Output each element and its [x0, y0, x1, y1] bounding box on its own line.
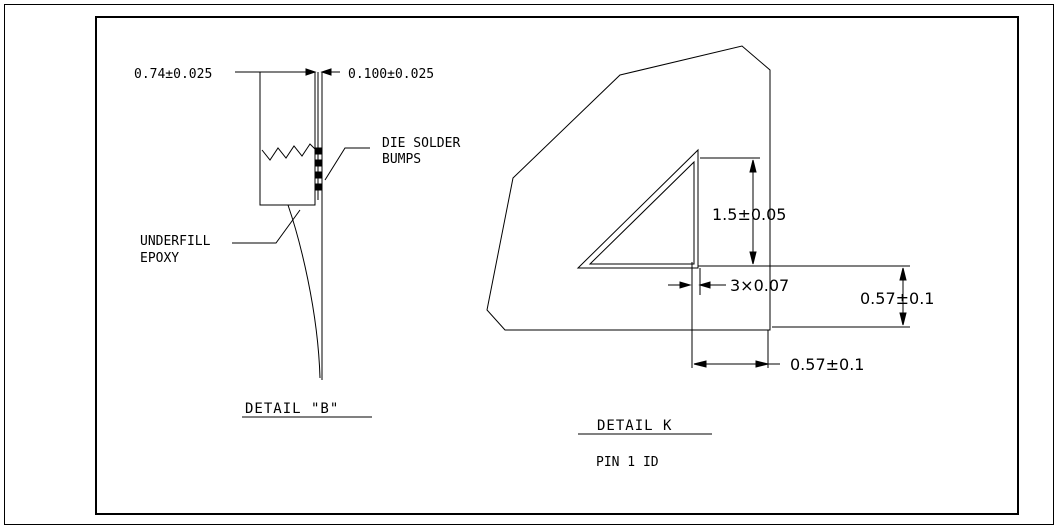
dim-arrow	[305, 68, 317, 76]
dim-arrow	[698, 281, 711, 289]
die-block-outline	[259, 72, 316, 206]
die-bumps-leader	[324, 147, 370, 181]
break-line	[261, 143, 317, 161]
dim-arrow	[899, 312, 907, 326]
dim-arrow	[693, 360, 707, 368]
dim-arrow	[749, 159, 757, 173]
detail-b-title: DETAIL "B"	[245, 401, 339, 417]
detail-k-dim-right: 0.57±0.1	[860, 289, 934, 308]
detail-b	[232, 68, 372, 418]
detail-b-label-die-2: BUMPS	[382, 152, 421, 167]
solder-bump	[314, 183, 322, 191]
dim-arrow	[899, 267, 907, 281]
dim-arrow	[320, 68, 332, 76]
dim-arrow	[755, 360, 769, 368]
detail-b-label-underfill-1: UNDERFILL	[140, 234, 211, 249]
outer-frame	[4, 4, 1054, 525]
detail-k-subtitle: PIN 1 ID	[596, 455, 659, 470]
underfill-leader	[232, 209, 301, 244]
solder-bump	[314, 147, 322, 155]
detail-k	[486, 45, 910, 435]
pin1-triangle-outer	[576, 148, 699, 269]
detail-b-label-die-1: DIE SOLDER	[382, 136, 460, 151]
pin1-triangle-inner	[588, 160, 695, 265]
detail-k-title: DETAIL K	[597, 418, 672, 434]
detail-k-dim-vertical: 1.5±0.05	[712, 205, 786, 224]
dim-arrow	[679, 281, 692, 289]
dim-arrow	[749, 251, 757, 265]
package-outline	[486, 45, 771, 331]
solder-bump	[314, 159, 322, 167]
inner-border	[95, 16, 1019, 515]
detail-b-label-underfill-2: EPOXY	[140, 251, 179, 266]
solder-bump	[314, 171, 322, 179]
detail-b-dim-left: 0.74±0.025	[134, 67, 212, 82]
detail-k-dim-bottom: 0.57±0.1	[790, 355, 864, 374]
detail-k-dim-thickness: 3×0.07	[730, 276, 789, 295]
detail-b-dim-right: 0.100±0.025	[348, 67, 434, 82]
underfill-fillet	[287, 204, 321, 379]
